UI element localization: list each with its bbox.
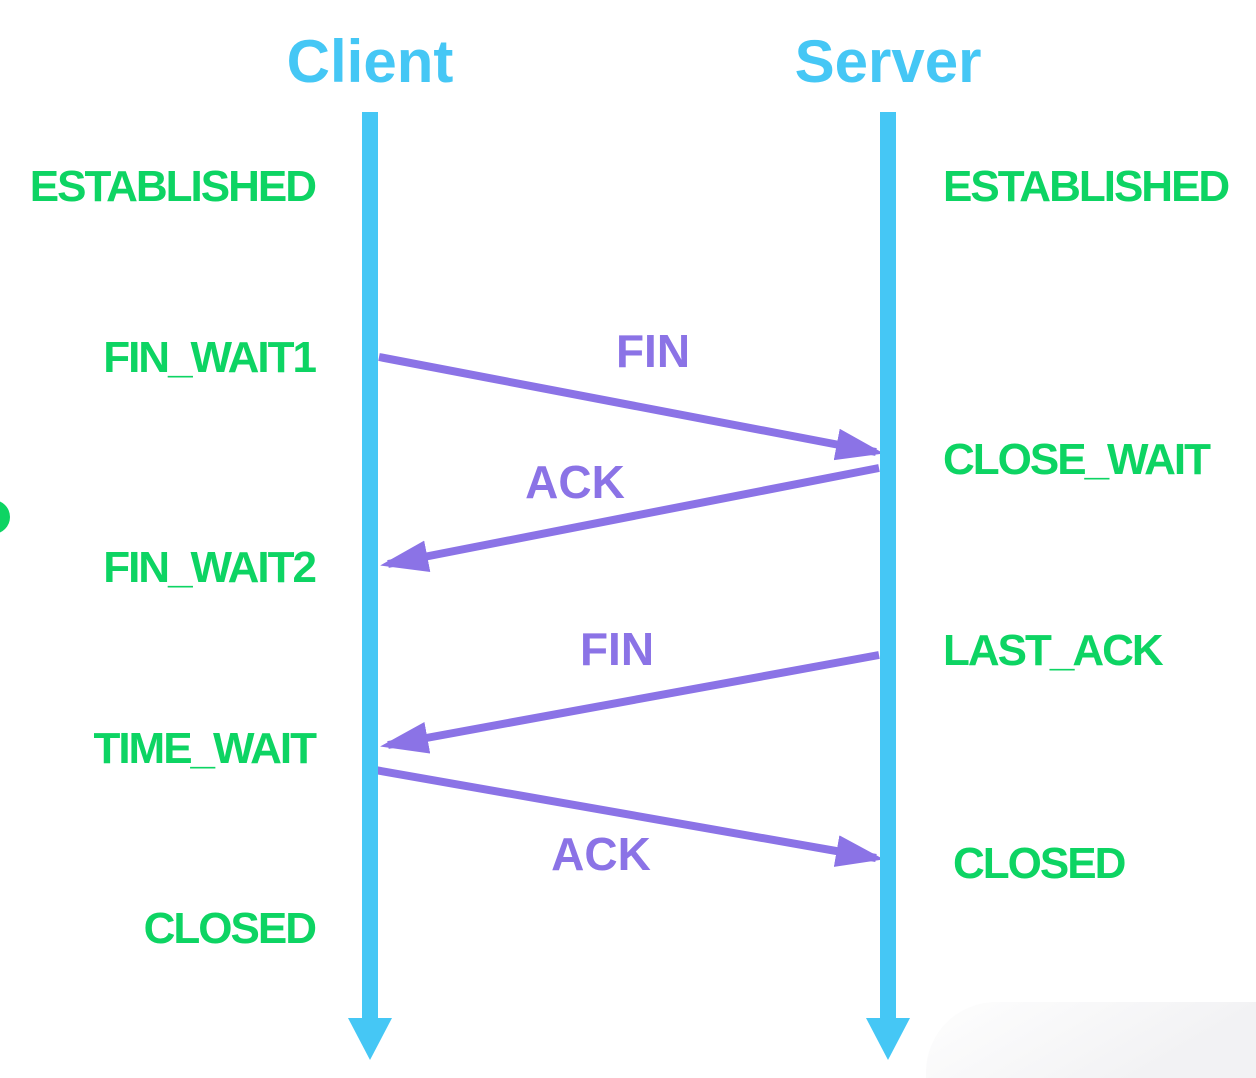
corner-overlay: [926, 1002, 1256, 1078]
message-arrow-ack-3: [374, 766, 884, 867]
state-label-client-closed: CLOSED: [143, 904, 317, 953]
message-label-ack-1: ACK: [525, 456, 625, 508]
lifeline-server-arrowhead-icon: [866, 1018, 910, 1060]
state-label-server-established: ESTABLISHED: [943, 162, 1230, 211]
actor-title-client: Client: [286, 28, 454, 95]
state-label-server-closed: CLOSED: [953, 839, 1126, 888]
actor-title-server: Server: [794, 28, 982, 95]
bullet-fragment-icon: [0, 500, 10, 534]
state-label-client-fin-wait2: FIN_WAIT2: [103, 543, 317, 592]
message-label-fin-2: FIN: [579, 623, 655, 675]
message-arrow-fin-0: [378, 353, 884, 461]
state-label-server-last-ack: LAST_ACK: [943, 626, 1164, 675]
state-label-server-close-wait: CLOSE_WAIT: [943, 435, 1211, 484]
state-label-client-time-wait: TIME_WAIT: [93, 724, 317, 773]
message-label-fin-1: FIN: [615, 325, 691, 377]
lifeline-client-arrowhead-icon: [348, 1018, 392, 1060]
message-arrow-fin-2: [380, 651, 880, 754]
message-arrow-ack-1: [380, 464, 880, 573]
lifeline-server: [880, 112, 896, 1018]
state-label-client-established: ESTABLISHED: [29, 162, 317, 211]
message-label-ack-2: ACK: [551, 828, 651, 880]
state-label-client-fin-wait1: FIN_WAIT1: [103, 333, 317, 382]
lifeline-client: [362, 112, 378, 1018]
